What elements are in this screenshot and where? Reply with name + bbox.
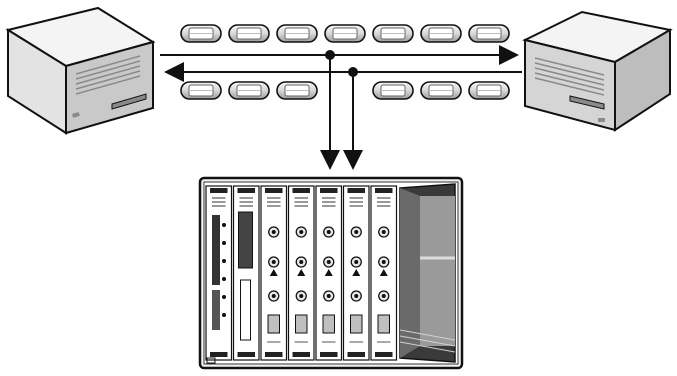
chassis-slots <box>205 185 398 361</box>
server-box-icon <box>5 6 156 135</box>
packet-icon <box>228 24 270 43</box>
chassis-slot-card <box>205 185 233 361</box>
packet-icon <box>420 81 462 100</box>
packet-icon <box>276 24 318 43</box>
lower-packets <box>180 81 510 100</box>
tap-upper <box>320 50 340 170</box>
packet-icon <box>180 81 222 100</box>
monitor-chassis <box>198 176 464 370</box>
packet-icon <box>372 24 414 43</box>
packet-icon <box>324 24 366 43</box>
right-host <box>522 10 673 132</box>
rack-chassis-icon <box>198 176 464 370</box>
chassis-slot-card <box>260 185 288 361</box>
left-host <box>5 6 156 135</box>
packet-icon <box>228 81 270 100</box>
packet-icon <box>468 81 510 100</box>
chassis-slot-card <box>287 185 315 361</box>
chassis-slot-card <box>232 185 260 361</box>
server-box-icon <box>522 10 673 132</box>
packet-icon <box>468 24 510 43</box>
tap-lower <box>343 67 363 170</box>
chassis-slot-card <box>315 185 343 361</box>
packet-icon <box>420 24 462 43</box>
packet-icon <box>276 81 318 100</box>
packet-icon <box>372 81 414 100</box>
empty-bay <box>399 183 456 363</box>
power-led <box>206 357 216 364</box>
chassis-slot-card <box>342 185 370 361</box>
upper-packets <box>180 24 510 43</box>
chassis-slot-card <box>370 185 398 361</box>
packet-icon <box>180 24 222 43</box>
